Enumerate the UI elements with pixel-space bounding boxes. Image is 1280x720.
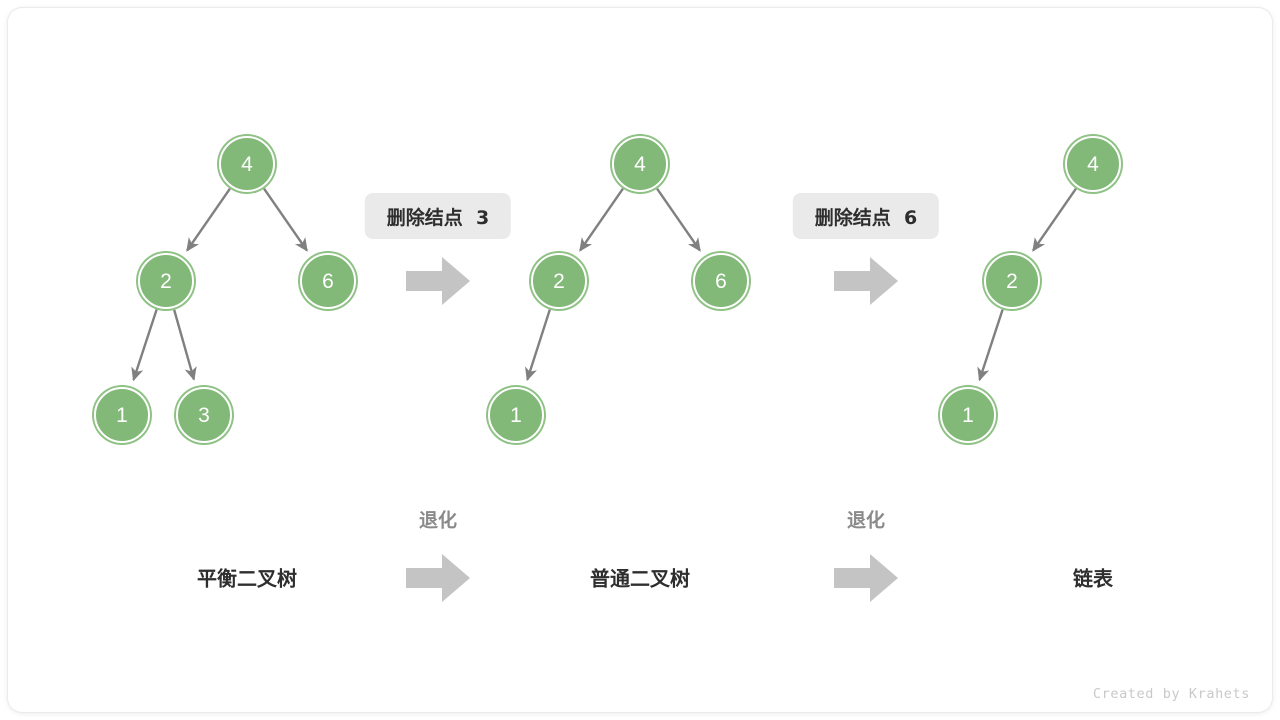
tree-edge [131,309,158,382]
tree-node-value: 6 [322,269,334,293]
block-arrow-transition-1 [406,552,470,604]
tree-node: 6 [300,253,356,309]
tree-edge [977,309,1004,382]
tree-node-value: 4 [241,152,253,176]
tree-node: 2 [138,253,194,309]
tree-edge [263,187,308,252]
block-arrow-transition-2 [834,552,898,604]
operation-chip-op-delete-6: 删除结点 6 [792,193,940,239]
tree-node: 1 [94,387,150,443]
tree-edge-layer [131,187,1077,382]
tree-node-value: 3 [198,403,210,427]
tree-edge [173,309,197,381]
tree-node: 2 [984,253,1040,309]
tree-edge [579,187,624,252]
block-arrow-top-arrow-2 [834,255,898,307]
tree-node-value: 1 [510,403,522,427]
tree-node: 4 [219,136,275,192]
tree-node-value: 1 [962,403,974,427]
diagram-card: 4 2 6 1 3 4 2 6 1 4 2 1 删除结点 3 删除结点 6 退化 退化平衡二叉树 普通二叉树… [8,8,1272,712]
diagram-stage: 4 2 6 1 3 4 2 6 1 4 2 1 删除结点 3 删除结点 6 退化 退化平衡二叉树 普通二叉树… [8,8,1272,712]
tree-node-value: 1 [116,403,128,427]
tree-node-value: 4 [634,152,646,176]
transition-label-transition-1: 退化 [418,509,458,532]
tree-edge [656,187,701,252]
block-arrow-top-arrow-1 [406,255,470,307]
tree-node: 1 [940,387,996,443]
tree-node: 4 [1065,136,1121,192]
operation-chip-op-delete-3: 删除结点 3 [364,193,512,239]
transition-label-transition-2: 退化 [846,509,886,532]
tree-node-value: 2 [553,269,565,293]
tree-node: 2 [531,253,587,309]
tree-node-value: 6 [715,269,727,293]
tree-node: 1 [488,387,544,443]
tree-node: 3 [176,387,232,443]
operation-chip-label: 删除结点 3 [386,206,490,229]
credit-text: Created by Krahets [1092,686,1250,702]
tree-node-value: 2 [160,269,172,293]
tree-node-value: 4 [1087,152,1099,176]
caption-balanced: 平衡二叉树 [197,566,297,591]
tree-edge [186,187,231,252]
operation-chip-label: 删除结点 6 [814,206,918,229]
tree-edge [1032,187,1077,252]
tree-node: 4 [612,136,668,192]
tree-edge [525,309,551,382]
tree-node: 6 [693,253,749,309]
caption-list: 链表 [1073,566,1113,591]
tree-node-value: 2 [1006,269,1018,293]
caption-ordinary: 普通二叉树 [590,566,690,591]
